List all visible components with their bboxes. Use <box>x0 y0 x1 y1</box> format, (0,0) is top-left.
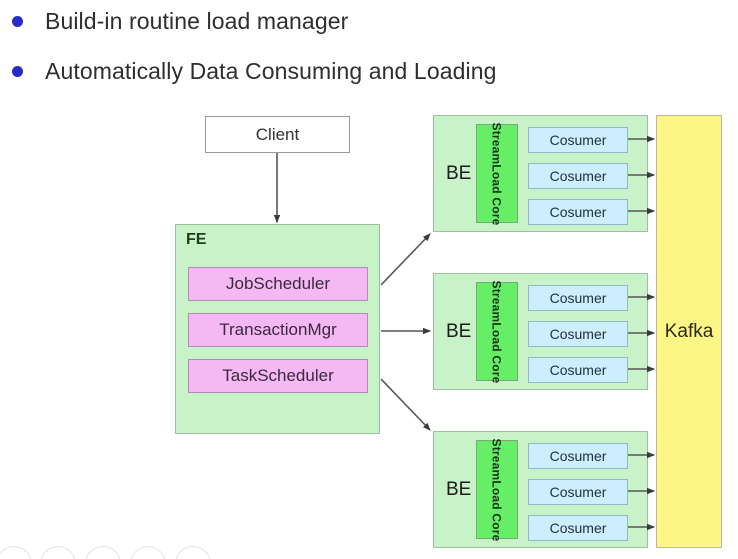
consumer-label: Cosumer <box>549 484 607 500</box>
consumer-node: Cosumer <box>528 357 628 383</box>
consumer-node: Cosumer <box>528 443 628 469</box>
client-label: Client <box>255 124 300 144</box>
streamload-core-label: StreamLoad Core <box>490 121 504 226</box>
decorative-circle <box>85 546 121 559</box>
bullet-item-0: Build-in routine load manager <box>12 8 348 35</box>
consumer-label: Cosumer <box>549 290 607 306</box>
decorative-circle <box>40 546 76 559</box>
consumer-node: Cosumer <box>528 479 628 505</box>
fe-module-jobscheduler: JobScheduler <box>188 267 368 301</box>
consumer-label: Cosumer <box>549 168 607 184</box>
arrow-fe-to-be3 <box>380 378 431 431</box>
consumer-node: Cosumer <box>528 163 628 189</box>
consumer-label: Cosumer <box>549 520 607 536</box>
consumer-label: Cosumer <box>549 448 607 464</box>
decorative-circle <box>0 546 32 559</box>
streamload-core-label: StreamLoad Core <box>490 437 504 542</box>
fe-module-label: TaskScheduler <box>222 366 334 385</box>
fe-module-transactionmgr: TransactionMgr <box>188 313 368 347</box>
consumer-node: Cosumer <box>528 127 628 153</box>
arrow-fe-to-be1 <box>380 233 431 286</box>
streamload-core-node: StreamLoad Core <box>476 279 518 384</box>
consumer-label: Cosumer <box>549 204 607 220</box>
consumer-node: Cosumer <box>528 285 628 311</box>
streamload-core-node: StreamLoad Core <box>476 121 518 226</box>
kafka-node: Kafka <box>656 115 722 548</box>
fe-module-taskscheduler: TaskScheduler <box>188 359 368 393</box>
bullet-label-0: Build-in routine load manager <box>45 8 349 34</box>
be-label: BE <box>446 162 472 184</box>
be-label: BE <box>446 478 472 500</box>
consumer-node: Cosumer <box>528 199 628 225</box>
be-node-2: BE StreamLoad Core Cosumer Cosumer Cosum… <box>433 273 648 390</box>
bullet-dot-icon <box>12 16 23 27</box>
consumer-node: Cosumer <box>528 321 628 347</box>
consumer-label: Cosumer <box>549 362 607 378</box>
streamload-core-node: StreamLoad Core <box>476 437 518 542</box>
streamload-core-label: StreamLoad Core <box>490 279 504 384</box>
consumer-node: Cosumer <box>528 515 628 541</box>
be-node-1: BE StreamLoad Core Cosumer Cosumer Cosum… <box>433 115 648 232</box>
bullet-item-1: Automatically Data Consuming and Loading <box>12 58 497 85</box>
bullet-dot-icon <box>12 66 23 77</box>
be-node-3: BE StreamLoad Core Cosumer Cosumer Cosum… <box>433 431 648 548</box>
fe-label: FE <box>186 231 207 248</box>
client-node: Client <box>205 116 350 153</box>
fe-module-label: TransactionMgr <box>219 320 337 339</box>
fe-node: FE JobScheduler TransactionMgr TaskSched… <box>175 224 380 434</box>
be-label: BE <box>446 320 472 342</box>
fe-module-label: JobScheduler <box>226 274 330 293</box>
consumer-label: Cosumer <box>549 132 607 148</box>
decorative-circle <box>130 546 166 559</box>
kafka-label: Kafka <box>664 320 714 342</box>
consumer-label: Cosumer <box>549 326 607 342</box>
bullet-label-1: Automatically Data Consuming and Loading <box>45 58 497 84</box>
decorative-circle <box>175 546 211 559</box>
